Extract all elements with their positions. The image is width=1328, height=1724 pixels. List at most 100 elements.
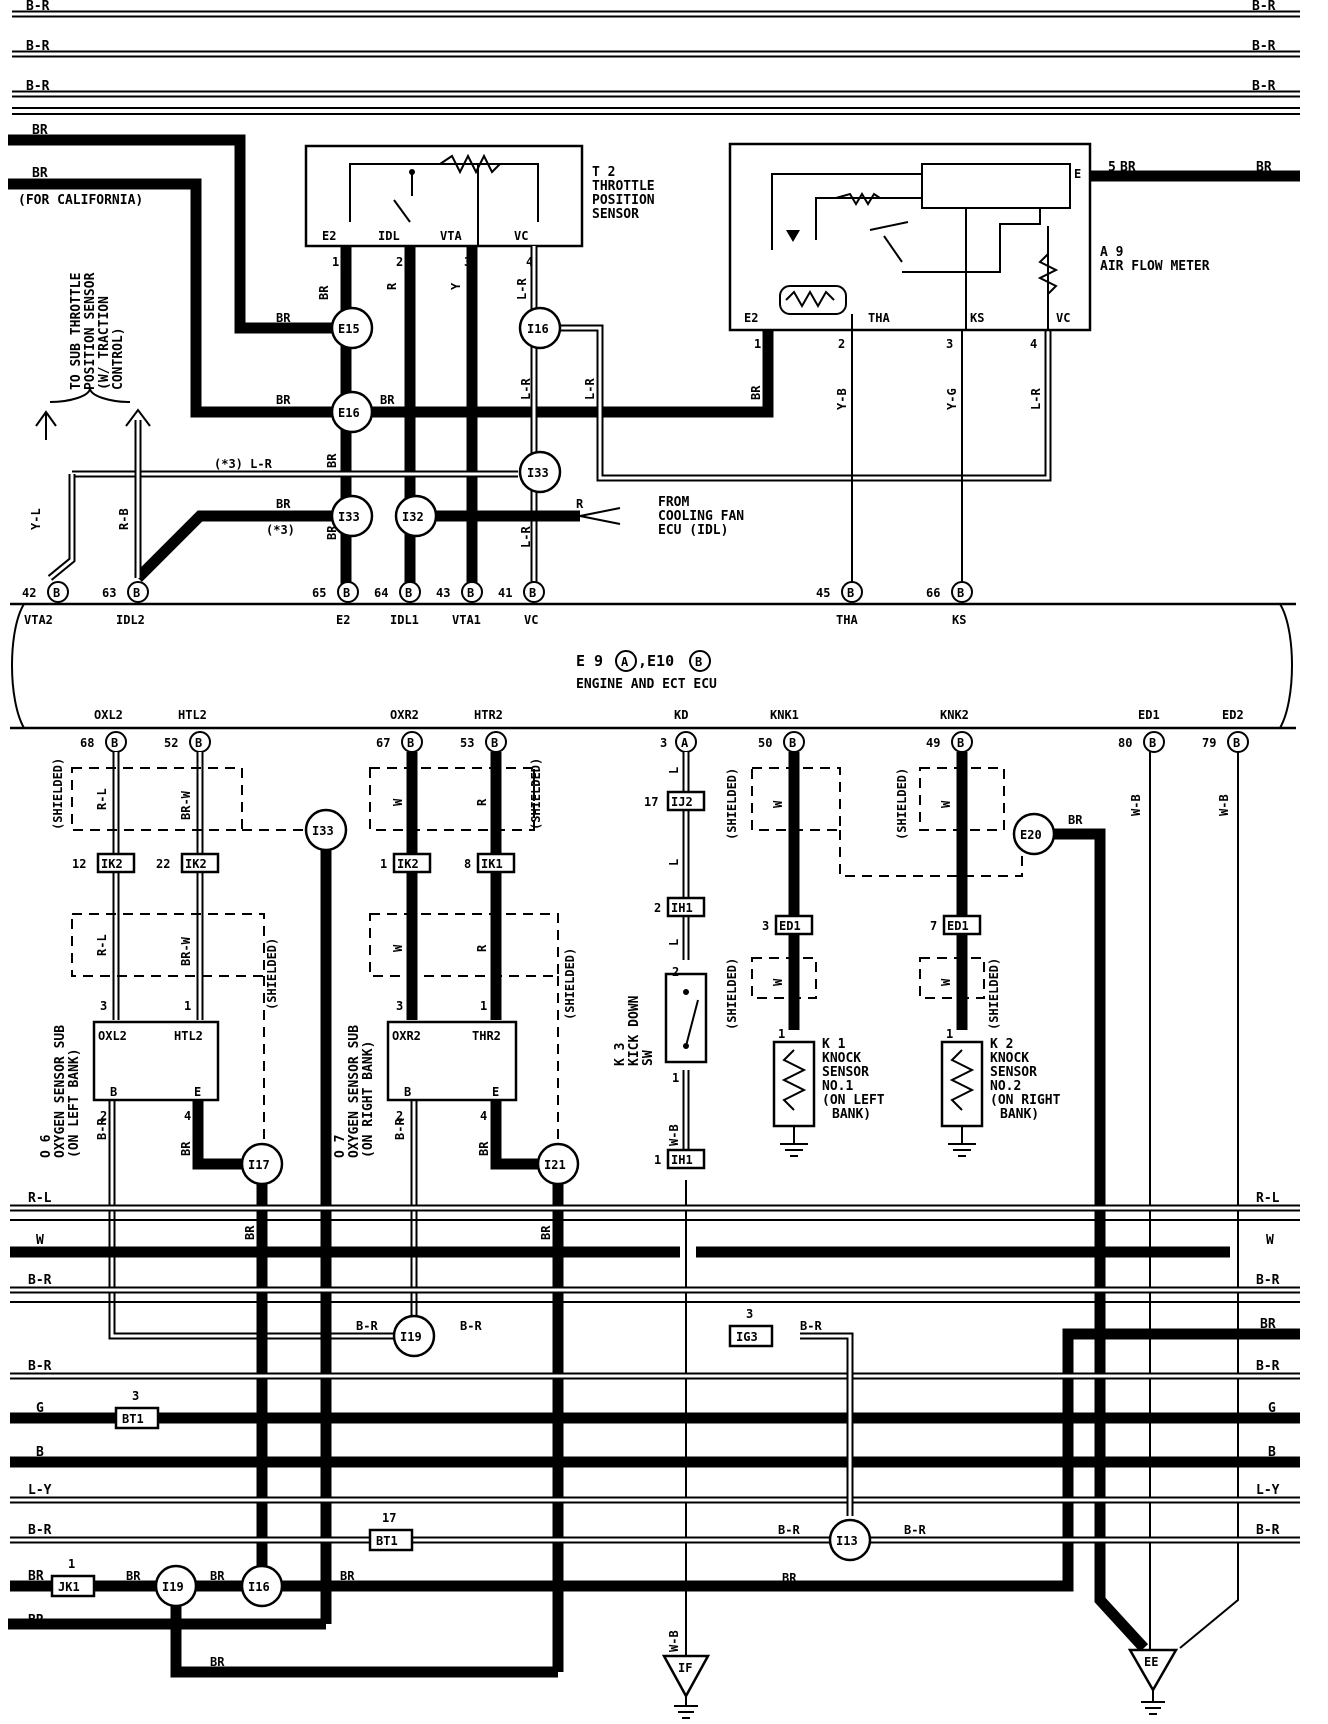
svg-text:OXL2: OXL2 — [98, 1029, 127, 1043]
ecu-name: ENGINE AND ECT ECU — [576, 677, 717, 692]
svg-text:BT1: BT1 — [122, 1412, 144, 1426]
wire-color: Y-L — [29, 508, 43, 530]
wire-color: L — [667, 859, 681, 866]
svg-text:67: 67 — [376, 736, 390, 750]
wire-color: BR — [1068, 813, 1083, 827]
ground-ee: EE — [1127, 1648, 1179, 1715]
component-name: BANK) — [832, 1107, 871, 1122]
svg-text:53: 53 — [460, 736, 474, 750]
wire-color: BR — [749, 385, 763, 400]
shielded-label: (SHIELDED) — [895, 768, 909, 840]
wire-color: W-B — [1129, 794, 1143, 816]
svg-text:B: B — [491, 736, 498, 750]
svg-text:3: 3 — [660, 736, 667, 750]
svg-text:I19: I19 — [162, 1580, 184, 1594]
bus-label: BR — [32, 166, 48, 181]
svg-text:B: B — [789, 736, 796, 750]
california-label: (FOR CALIFORNIA) — [18, 193, 143, 208]
component-name: KNOCK — [822, 1051, 861, 1066]
svg-text:7: 7 — [930, 919, 937, 933]
wire-color: B-R — [393, 1118, 407, 1140]
svg-text:1: 1 — [68, 1557, 75, 1571]
component-name: (ON LEFT — [822, 1093, 885, 1108]
svg-text:3: 3 — [132, 1389, 139, 1403]
wire-color: BR — [179, 1141, 193, 1156]
pin-number: 1 — [754, 337, 761, 351]
wire-color: BR — [782, 1571, 797, 1585]
wire-color: B-R — [904, 1523, 926, 1537]
connector-i32: I32 — [394, 494, 438, 538]
wire-color: L-R — [583, 378, 597, 400]
svg-text:B: B — [404, 1085, 411, 1099]
svg-text:B: B — [467, 586, 474, 600]
ground-wires — [1149, 752, 1239, 1650]
svg-text:4: 4 — [184, 1109, 191, 1123]
br-wires-top: 5 BR BR — [8, 134, 1300, 418]
wire-color: W-B — [667, 1124, 681, 1146]
bus-label: B-R — [28, 1273, 52, 1288]
connector-i19: I19 — [154, 1564, 198, 1608]
svg-text:17: 17 — [382, 1511, 396, 1525]
svg-text:79: 79 — [1202, 736, 1216, 750]
pin-label: VC — [1056, 311, 1070, 325]
svg-text:B: B — [111, 736, 118, 750]
source-label: FROM — [658, 495, 689, 510]
pin-number: 5 — [1108, 160, 1116, 175]
shielded-label: (SHIELDED) — [563, 948, 577, 1020]
ecu-body — [10, 602, 1296, 730]
svg-text:IG3: IG3 — [736, 1330, 758, 1344]
svg-text:KS: KS — [952, 613, 966, 627]
component-name: SENSOR — [592, 207, 639, 222]
svg-text:VTA2: VTA2 — [24, 613, 53, 627]
svg-text:8: 8 — [464, 857, 471, 871]
pin-label: VTA — [440, 229, 462, 243]
svg-text:50: 50 — [758, 736, 772, 750]
wire-color: BR — [126, 1569, 141, 1583]
component-name: OXYGEN SENSOR SUB — [53, 1025, 68, 1158]
source-label: COOLING FAN — [658, 509, 744, 524]
air-flow-meter — [728, 142, 1092, 332]
svg-text:VC: VC — [524, 613, 538, 627]
bus-label: BR — [32, 123, 48, 138]
wire-color: R — [475, 798, 489, 806]
bus-label: W — [36, 1233, 44, 1248]
component-name: OXYGEN SENSOR SUB — [347, 1025, 362, 1158]
svg-text:E15: E15 — [338, 322, 360, 336]
svg-text:IK2: IK2 — [101, 857, 123, 871]
wire-color: (*3) L-R — [214, 457, 273, 471]
svg-text:3: 3 — [762, 919, 769, 933]
pin-label: KS — [970, 311, 984, 325]
shielded-label: (SHIELDED) — [265, 938, 279, 1010]
wire-color: W — [771, 800, 785, 808]
svg-text:OXL2: OXL2 — [94, 708, 123, 722]
wire-color: BR — [317, 285, 331, 300]
bus-label: B-R — [26, 0, 50, 14]
wire-color: W — [391, 798, 405, 806]
connector-i16: I16 — [518, 306, 562, 350]
svg-text:4: 4 — [480, 1109, 487, 1123]
svg-text:B: B — [343, 586, 350, 600]
shielded-label: (SHIELDED) — [529, 758, 543, 830]
pin-number: 1 — [672, 1071, 679, 1085]
svg-text:ED1: ED1 — [1138, 708, 1160, 722]
bus-label: B — [36, 1445, 44, 1460]
svg-text:3: 3 — [746, 1307, 753, 1321]
wire-color: BR — [1120, 160, 1136, 175]
svg-text:B: B — [407, 736, 414, 750]
svg-text:OXR2: OXR2 — [390, 708, 419, 722]
svg-text:IF: IF — [678, 1661, 692, 1675]
svg-text:E: E — [194, 1085, 201, 1099]
component-code: K 1 — [822, 1037, 846, 1052]
svg-text:I21: I21 — [544, 1158, 566, 1172]
svg-text:65: 65 — [312, 586, 326, 600]
svg-text:B: B — [847, 586, 854, 600]
wire-color: B-R — [356, 1319, 378, 1333]
bus-label: G — [1268, 1401, 1276, 1416]
jbox-bt1: BT1 3 — [114, 1389, 160, 1430]
svg-text:63: 63 — [102, 586, 116, 600]
svg-text:66: 66 — [926, 586, 940, 600]
component-name: NO.1 — [822, 1079, 853, 1094]
wire-color: Y — [449, 282, 463, 290]
